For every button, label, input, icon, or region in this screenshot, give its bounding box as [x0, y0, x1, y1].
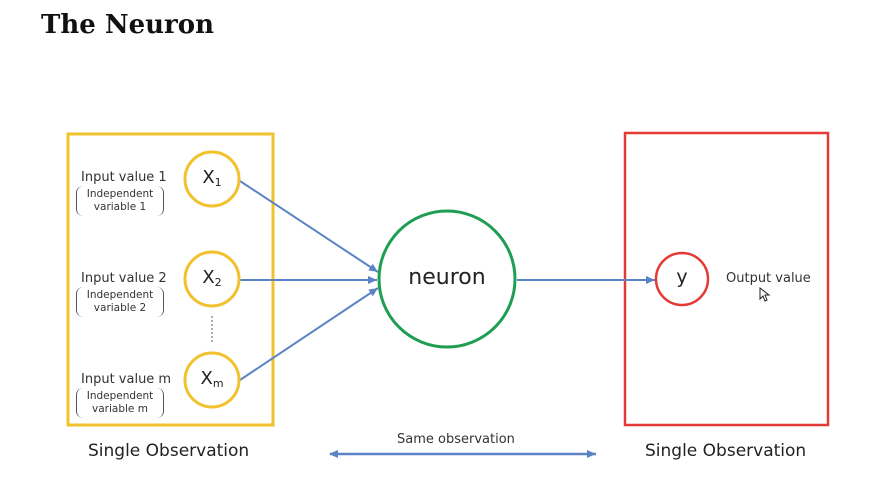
input-node-1-label: X1: [202, 167, 222, 189]
left-caption: Single Observation: [88, 441, 250, 461]
middle-caption: Same observation: [397, 432, 515, 447]
input-node-m-label: Xm: [200, 368, 224, 390]
neuron-node: [377, 209, 517, 349]
input-desc-1-line2: variable 1: [93, 201, 147, 213]
neuron-label: neuron: [408, 265, 486, 290]
page-title: The Neuron: [41, 10, 214, 40]
arrow-xm-to-neuron: [239, 287, 379, 381]
output-node: [654, 251, 710, 307]
input-node-1: [183, 150, 241, 208]
input-node-2-label: X2: [202, 267, 222, 289]
input-node-m: [183, 351, 241, 409]
input-label-1: Input value 1: [81, 170, 167, 185]
input-node-2: [183, 250, 241, 308]
input-desc-m-line1: Independent: [86, 390, 154, 402]
right-caption: Single Observation: [645, 441, 807, 461]
input-desc-2: Independent variable 2: [76, 287, 164, 317]
input-label-m: Input value m: [81, 372, 172, 387]
input-desc-1: Independent variable 1: [76, 186, 164, 216]
arrow-x1-to-neuron: [239, 180, 379, 273]
input-desc-m-line2: variable m: [92, 403, 148, 415]
output-node-label: y: [676, 266, 688, 288]
input-label-2: Input value 2: [81, 271, 167, 286]
input-desc-1-line1: Independent: [86, 188, 154, 200]
mouse-cursor-icon: [759, 287, 771, 302]
input-desc-m: Independent variable m: [76, 388, 164, 418]
input-desc-2-line2: variable 2: [93, 302, 147, 314]
output-value-label: Output value: [726, 271, 811, 286]
input-desc-2-line1: Independent: [86, 289, 154, 301]
